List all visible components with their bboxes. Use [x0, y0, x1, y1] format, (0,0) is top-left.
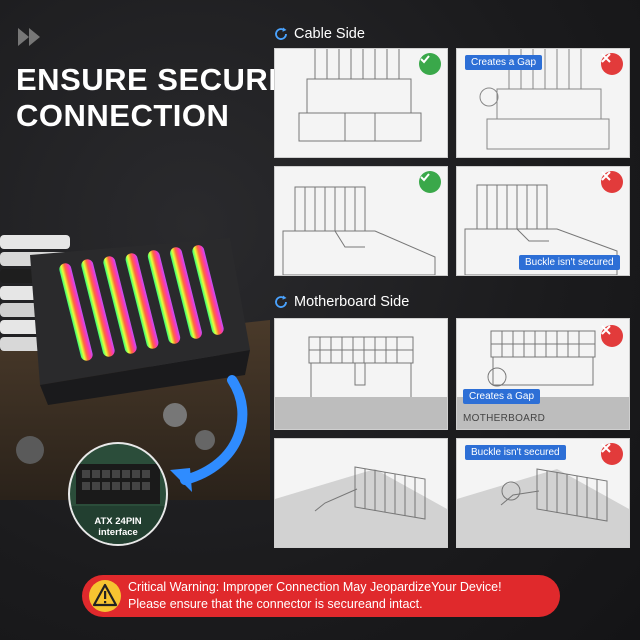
sync-icon	[275, 295, 287, 308]
cable-panel-buckle-wrong: Buckle isn't secured	[456, 166, 630, 276]
cable-side-title: Cable Side	[294, 26, 365, 42]
rgb-connector-image	[0, 235, 270, 500]
sync-icon	[275, 27, 287, 40]
motherboard-side-heading: Motherboard Side	[274, 294, 409, 310]
gap-tag: Creates a Gap	[465, 55, 543, 70]
motherboard-panel-buckle-wrong: Buckle isn't secured	[456, 438, 630, 548]
atx-label-line-1: ATX 24PIN	[94, 516, 142, 527]
wrong-status-badge	[601, 53, 623, 75]
motherboard-label: MOTHERBOARD	[463, 413, 546, 424]
atx-label-line-2: interface	[98, 527, 138, 538]
title-line-2: CONNECTION	[16, 98, 230, 133]
wrong-status-badge	[601, 171, 623, 193]
correct-status-badge	[419, 53, 441, 75]
critical-warning-banner: Critical Warning: Improper Connection Ma…	[82, 575, 560, 617]
buckle-tag: Buckle isn't secured	[519, 255, 620, 270]
wrong-status-badge	[601, 325, 623, 347]
cable-panel-gap: Creates a Gap	[456, 48, 630, 158]
atx-24pin-badge: ATX 24PIN interface	[68, 442, 168, 546]
close-icon	[601, 53, 611, 63]
wrong-status-badge	[601, 443, 623, 465]
close-icon	[601, 325, 611, 335]
page-title: ENSURE SECURE CONNECTION	[16, 62, 290, 134]
cable-side-heading: Cable Side	[274, 26, 365, 42]
cable-panel-buckle-correct	[274, 166, 448, 276]
check-icon	[420, 55, 430, 64]
gap-tag: Creates a Gap	[463, 389, 541, 404]
title-line-1: ENSURE SECURE	[16, 62, 290, 97]
fast-forward-icon	[18, 28, 40, 46]
motherboard-panel-buckle-correct	[274, 438, 448, 548]
cable-panel-correct	[274, 48, 448, 158]
buckle-tag: Buckle isn't secured	[465, 445, 566, 460]
check-icon	[420, 173, 430, 182]
close-icon	[601, 443, 611, 453]
correct-status-badge	[419, 171, 441, 193]
motherboard-panel-correct	[274, 318, 448, 430]
warning-line-2: Please ensure that the connector is secu…	[128, 597, 423, 611]
motherboard-side-title: Motherboard Side	[294, 294, 410, 310]
motherboard-panel-gap: Creates a Gap MOTHERBOARD	[456, 318, 630, 430]
warning-icon	[89, 580, 121, 612]
warning-line-1: Critical Warning: Improper Connection Ma…	[128, 580, 502, 594]
close-icon	[601, 171, 611, 181]
